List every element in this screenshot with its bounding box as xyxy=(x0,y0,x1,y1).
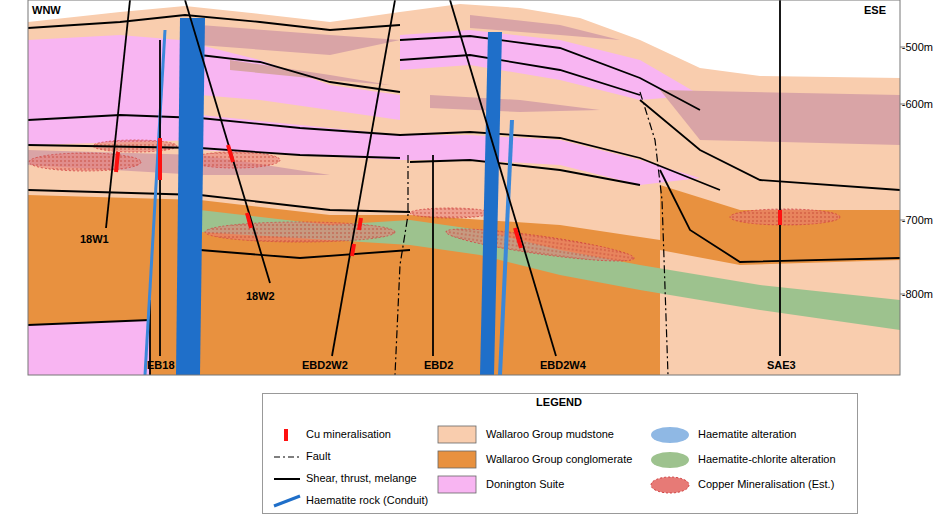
legend-text: Haematite-chlorite alteration xyxy=(698,453,836,466)
legend-text: Wallaroo Group mudstone xyxy=(486,428,614,441)
drillhole-label: SAE3 xyxy=(767,359,796,372)
drillhole-label: EB18 xyxy=(147,359,175,372)
color-swatch xyxy=(438,451,476,468)
color-swatch xyxy=(438,476,476,493)
depth-label: -800m xyxy=(902,288,933,301)
ellipse-swatch xyxy=(651,477,689,493)
legend-text: Cu mineralisation xyxy=(306,428,391,441)
depth-label: -700m xyxy=(902,214,933,227)
drillhole-label: 18W1 xyxy=(80,233,109,246)
direction-label: WNW xyxy=(32,4,61,17)
legend-title: LEGEND xyxy=(536,396,582,409)
legend-text: Copper Mineralisation (Est.) xyxy=(698,478,834,491)
cu-sample xyxy=(284,429,288,441)
conduit-sample xyxy=(274,496,300,506)
fault-sample xyxy=(274,456,300,457)
legend-text: Shear, thrust, melange xyxy=(306,472,417,485)
legend-text: Haematite rock (Conduit) xyxy=(306,494,428,507)
drillhole-label: EBD2 xyxy=(424,359,453,372)
drillhole-label: EBD2W2 xyxy=(302,359,348,372)
ellipse-swatch xyxy=(651,452,689,468)
legend-text: Donington Suite xyxy=(486,478,564,491)
ellipse-swatch xyxy=(651,427,689,443)
drillhole-label: EBD2W4 xyxy=(540,359,586,372)
drillhole-label: 18W2 xyxy=(246,290,275,303)
legend-text: Haematite alteration xyxy=(698,428,796,441)
shear-sample xyxy=(274,478,300,480)
depth-label: -600m xyxy=(902,98,933,111)
depth-label: -500m xyxy=(902,41,933,54)
color-swatch xyxy=(438,426,476,443)
direction-label: ESE xyxy=(864,4,886,17)
legend-text: Fault xyxy=(306,450,330,463)
legend-text: Wallaroo Group conglomerate xyxy=(486,453,632,466)
